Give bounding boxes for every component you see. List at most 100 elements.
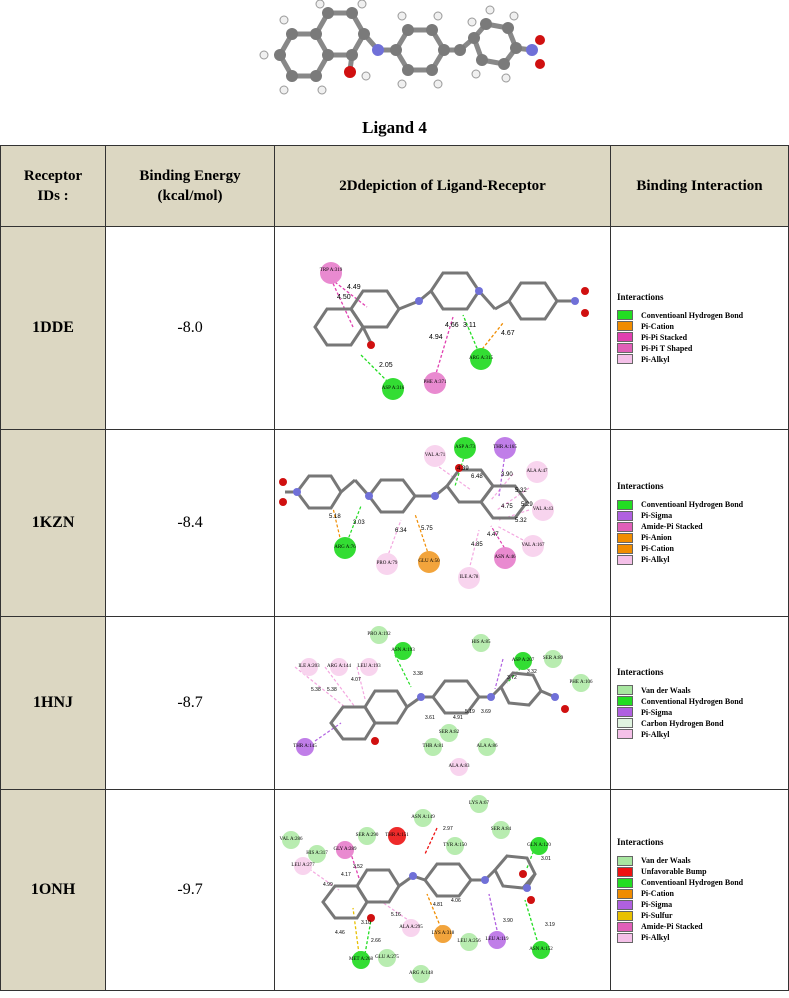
distance-label: 4.46	[335, 930, 345, 936]
distance-label: 5.75	[421, 526, 433, 532]
residue-label: PHE A:371	[424, 380, 447, 385]
legend-cell: Interactions Conventioanl Hydrogen Bond …	[610, 429, 789, 617]
residue-label: SER A:290	[356, 833, 379, 838]
residue-label: HIS A:317	[306, 851, 328, 856]
depiction-cell: PRO A:192 ASN A:193 HIS A:85 ASP A:207 S…	[274, 616, 612, 790]
distance-label: 6.34	[395, 528, 407, 534]
residue-label: ASP A:73	[455, 445, 475, 450]
residue-label: VAL A:286	[280, 837, 303, 842]
distance-label: 4.07	[351, 677, 361, 683]
residue-label: LEU A:193	[357, 664, 381, 669]
table-row: 1ONH -9.7	[0, 789, 789, 991]
legend-item: Pi-Sigma	[617, 899, 788, 910]
residue-label: ILE A:203	[298, 664, 320, 669]
distance-label: 5.32	[515, 488, 527, 494]
receptor-id: 1KZN	[0, 429, 107, 617]
depiction-cell: VAL A:71 ASP A:73 THR A:165 ALA A:47 VAL…	[274, 429, 612, 617]
legend-title: Interactions	[617, 481, 664, 491]
distance-label: 2.05	[379, 362, 393, 369]
distance-label: 4.91	[453, 715, 463, 721]
interaction-diagram-1kzn: VAL A:71 ASP A:73 THR A:165 ALA A:47 VAL…	[279, 437, 555, 589]
residue-label: ARG A:76	[334, 545, 356, 550]
depiction-cell: TRP A:319 ASP A:316 PHE A:371 ARG A:315 …	[274, 226, 612, 430]
residue-label: PHE A:106	[570, 680, 593, 685]
distance-label: 5.19	[465, 709, 475, 715]
distance-label: 5.38	[311, 687, 321, 693]
distance-label: 3.38	[413, 671, 423, 677]
header-receptor: Receptor IDs :	[0, 145, 107, 227]
distance-label: 3.90	[503, 918, 513, 924]
residue-label: LYS A:318	[432, 931, 455, 936]
distance-label: 5.29	[521, 502, 533, 508]
distance-label: 4.75	[501, 504, 513, 510]
legend-item: Carbon Hydrogen Bond	[617, 718, 788, 729]
distance-label: 4.94	[429, 334, 443, 341]
legend-item: Pi-Sigma	[617, 707, 788, 718]
legend-item: Conventioanl Hydrogen Bond	[617, 499, 788, 510]
residue-label: SER A:82	[439, 730, 460, 735]
legend-title: Interactions	[617, 291, 664, 302]
residue-label: ASP A:207	[512, 658, 535, 663]
residue-label: ARG A:148	[409, 971, 434, 976]
header-receptor-line2: IDs :	[37, 188, 69, 204]
residue-label: SER A:89	[543, 656, 564, 661]
distance-label: 3.90	[501, 472, 513, 478]
distance-label: 3.01	[541, 856, 551, 862]
table-row: 1HNJ -8.7	[0, 616, 789, 790]
residue-label: MET A:268	[349, 957, 373, 962]
distance-label: 3.69	[481, 709, 491, 715]
residue-label: ILE A:78	[460, 575, 479, 580]
ligand-3d-structure	[259, 0, 545, 95]
binding-energy: -8.7	[105, 616, 276, 790]
residue-label: SER A:84	[491, 827, 512, 832]
distance-label: 6.48	[471, 474, 483, 480]
residue-label: GLY A:289	[333, 847, 357, 852]
residue-label: ALA A:47	[527, 469, 548, 474]
distance-label: 3.10	[361, 920, 371, 926]
legend-title: Interactions	[617, 666, 664, 677]
legend-item: Pi-Alkyl	[617, 932, 788, 943]
residue-label: ASN A:152	[529, 947, 553, 952]
binding-energy: -9.7	[105, 789, 276, 991]
legend-item: Pi-Anion	[617, 532, 788, 543]
distance-label: 3.52	[353, 864, 363, 870]
legend-item: Conventioanl Hydrogen Bond	[617, 310, 788, 321]
residue-label: LYS A:67	[469, 801, 489, 806]
distance-label: 5.18	[329, 514, 341, 520]
distance-label: 4.17	[341, 872, 351, 878]
residue-label: THR A:145	[293, 744, 317, 749]
distance-label: 5.16	[391, 912, 401, 918]
interaction-legend: Interactions Van der Waals Conventional …	[611, 667, 788, 740]
legend-item: Pi-Pi Stacked	[617, 332, 788, 343]
residue-label: GLU A:275	[375, 955, 399, 960]
header-interaction: Binding Interaction	[610, 145, 789, 227]
residue-label: THR A:165	[493, 445, 517, 450]
legend-title: Interactions	[617, 837, 664, 847]
residue-label: GLN A:120	[527, 843, 551, 848]
binding-energy: -8.0	[105, 226, 276, 430]
residue-label: TYR A:150	[443, 843, 467, 848]
header-depiction: 2Ddepiction of Ligand-Receptor	[274, 145, 612, 227]
residue-label: ALA A:295	[399, 925, 423, 930]
residue-label: LEU A:119	[486, 937, 510, 942]
receptor-id: 1ONH	[0, 789, 107, 991]
distance-label: 4.47	[487, 532, 499, 538]
header-receptor-line1: Receptor	[23, 168, 83, 184]
legend-cell: Interactions Van der Waals Conventional …	[610, 616, 789, 790]
distance-label: 3.19	[545, 922, 555, 928]
interaction-legend: Interactions Van der Waals Unfavorable B…	[611, 837, 788, 943]
distance-label: 4.06	[451, 898, 461, 904]
receptor-id: 1HNJ	[0, 616, 107, 790]
distance-label: 4.39	[457, 466, 469, 472]
distance-label: 5.32	[515, 518, 527, 524]
residue-label: LEU A:277	[291, 863, 315, 868]
interaction-legend: Interactions Conventioanl Hydrogen Bond …	[611, 481, 788, 565]
distance-label: 4.66	[445, 322, 459, 329]
distance-label: 2.97	[443, 826, 453, 832]
residue-label: ASN A:149	[411, 815, 435, 820]
receptor-id: 1DDE	[0, 226, 107, 430]
distance-label: 4.49	[347, 284, 361, 291]
legend-item: Amide-Pi Stacked	[617, 921, 788, 932]
legend-item: Conventional Hydrogen Bond	[617, 696, 788, 707]
header-energy-line2: (kcal/mol)	[157, 188, 223, 204]
